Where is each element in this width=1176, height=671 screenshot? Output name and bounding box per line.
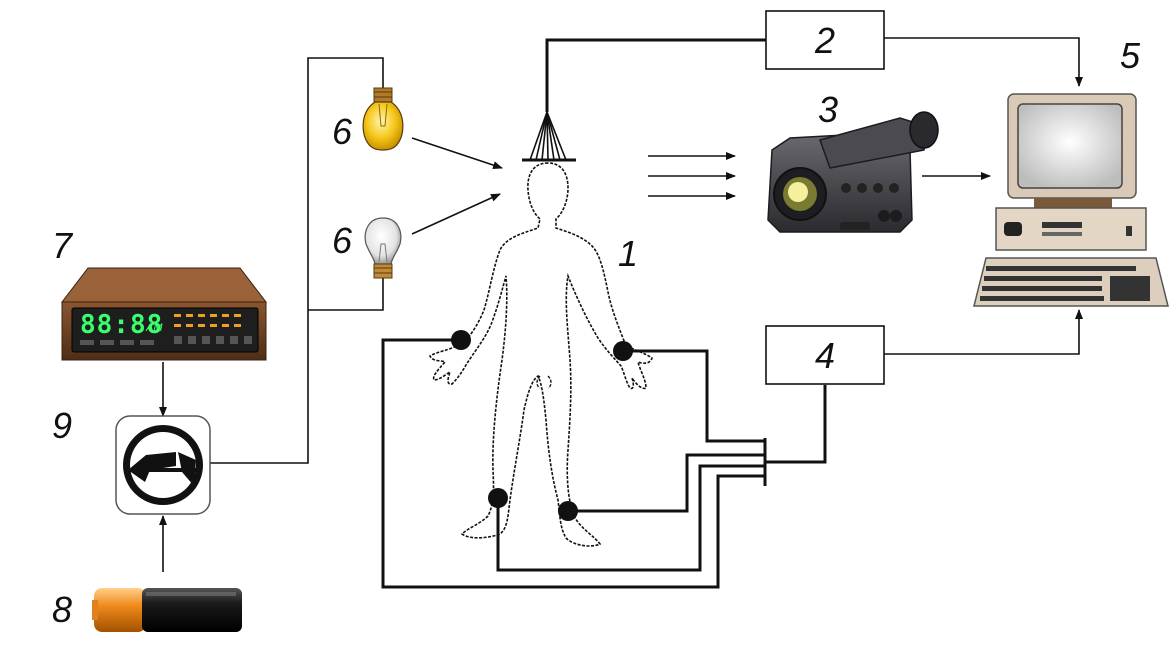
human-subject-figure <box>428 162 653 547</box>
head-electrode-array <box>522 111 576 162</box>
light-arrow-upper <box>411 137 503 169</box>
bus-to-box4-wire <box>765 385 827 464</box>
video-camera-icon <box>767 111 939 233</box>
relay-switch-icon <box>115 415 211 515</box>
left-hand-electrode-wire <box>381 338 765 589</box>
label-1: 1 <box>618 233 638 274</box>
alarm-clock-timer: 88:88 AM <box>60 267 268 361</box>
lamp-off-icon <box>364 217 402 279</box>
lamp-circuit-wire-lower <box>308 278 384 311</box>
left-foot-electrode-wire <box>496 464 765 572</box>
amplifier-box-4 <box>765 325 885 385</box>
box2-to-computer-arrow <box>884 37 1083 87</box>
left-hand-electrode <box>451 330 471 350</box>
lamp-on-icon <box>362 87 404 151</box>
timer-display-digits: 88:88 <box>80 310 163 340</box>
timer-display-suffix: AM <box>145 322 163 334</box>
box4-to-computer-arrow <box>884 309 1083 355</box>
label-4: 4 <box>815 335 835 376</box>
label-7: 7 <box>52 225 74 266</box>
amplifier-box-2 <box>765 10 885 70</box>
label-6-lower: 6 <box>332 220 353 261</box>
label-2: 2 <box>814 20 835 61</box>
right-hand-electrode-wire <box>623 349 765 443</box>
light-arrow-lower <box>411 193 501 235</box>
left-foot-electrode <box>488 488 508 508</box>
right-hand-electrode <box>613 341 633 361</box>
head-electrode-wire <box>545 38 766 112</box>
right-foot-electrode <box>558 501 578 521</box>
computer-icon <box>973 93 1169 307</box>
battery-icon <box>92 588 242 632</box>
label-5: 5 <box>1120 35 1141 76</box>
label-6-upper: 6 <box>332 111 353 152</box>
label-8: 8 <box>52 589 72 630</box>
label-9: 9 <box>52 405 72 446</box>
right-foot-electrode-wire <box>568 453 765 513</box>
lamp-circuit-wire <box>209 57 384 464</box>
label-3: 3 <box>818 89 838 130</box>
